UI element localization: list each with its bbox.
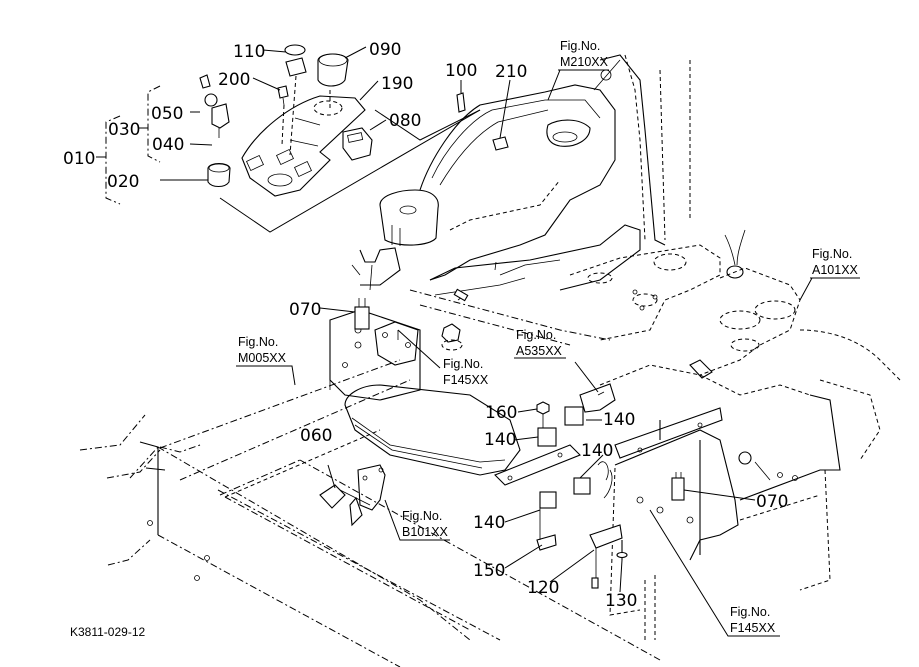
clip-210 [492, 136, 509, 151]
drawing-code: K3811-029-12 [70, 625, 145, 639]
fig-ref-a535xx-code[interactable]: A535XX [516, 344, 563, 358]
figure-references: Fig.No. M210XX Fig.No. A101XX Fig.No. M0… [236, 39, 860, 637]
fig-ref-a101xx-code[interactable]: A101XX [812, 263, 859, 277]
fig-ref-m005xx[interactable]: Fig.No. M005XX [236, 335, 292, 367]
bulb-100 [456, 92, 466, 113]
fig-ref-m210xx[interactable]: Fig.No. M210XX [558, 39, 609, 71]
nut-160 [536, 401, 550, 415]
part-label-150: 150 [473, 561, 505, 581]
rocker-switch-080 [342, 127, 373, 161]
svg-text:Fig.No.: Fig.No. [560, 39, 600, 53]
fig-ref-f145xx-upper-code[interactable]: F145XX [443, 373, 489, 387]
nut-020 [207, 162, 231, 188]
part-label-130: 130 [605, 591, 637, 611]
svg-text:Fig.No.: Fig.No. [516, 328, 556, 342]
svg-text:Fig.No.: Fig.No. [730, 605, 770, 619]
part-label-200: 200 [218, 70, 250, 90]
instrument-panel-drawing [96, 44, 481, 233]
fender-platform-drawing [569, 229, 901, 591]
relay-140-right [573, 477, 591, 495]
part-label-060: 060 [300, 426, 332, 446]
part-label-070-left: 070 [289, 300, 321, 320]
svg-text:Fig.No.: Fig.No. [812, 247, 852, 261]
svg-text:Fig.No.: Fig.No. [443, 357, 483, 371]
part-label-140-lower: 140 [473, 513, 505, 533]
part-label-020: 020 [107, 172, 139, 192]
gauge-090 [317, 53, 349, 87]
part-label-160: 160 [485, 403, 517, 423]
dash-console-drawing [351, 54, 691, 296]
relay-140-middle [537, 427, 557, 447]
part-label-050: 050 [151, 104, 183, 124]
part-label-140-right: 140 [581, 441, 613, 461]
part-label-090: 090 [369, 40, 401, 60]
fig-ref-f145xx-lower-code[interactable]: F145XX [730, 621, 776, 635]
fig-ref-b101xx[interactable]: Fig.No. B101XX [400, 509, 450, 541]
fig-ref-m005xx-code[interactable]: M005XX [238, 351, 287, 365]
relay-140-upper [564, 406, 584, 426]
part-label-190: 190 [381, 74, 413, 94]
svg-text:Fig.No.: Fig.No. [238, 335, 278, 349]
main-frame-drawing [79, 359, 661, 667]
switch-110 [285, 57, 307, 77]
fig-ref-f145xx-upper[interactable]: Fig.No. F145XX [443, 357, 489, 387]
part-label-070-right: 070 [756, 492, 788, 512]
part-label-080: 080 [389, 111, 421, 131]
part-label-120: 120 [527, 578, 559, 598]
relay-140-lower [539, 491, 557, 509]
console-small-parts-drawing [456, 92, 509, 151]
part-label-010: 010 [63, 149, 95, 169]
fuse-holder-120 [589, 524, 623, 549]
part-number-labels: 110 090 200 190 080 050 030 040 010 020 … [63, 40, 788, 611]
panel-plate-190 [241, 95, 366, 197]
part-label-210: 210 [495, 62, 527, 82]
part-label-110: 110 [233, 42, 265, 62]
part-label-030: 030 [108, 120, 140, 140]
fig-ref-f145xx-lower[interactable]: Fig.No. F145XX [728, 605, 780, 637]
left-stand-drawing [329, 288, 611, 476]
fig-ref-b101xx-code[interactable]: B101XX [402, 525, 449, 539]
fig-ref-a101xx[interactable]: Fig.No. A101XX [810, 247, 860, 279]
right-bracket-drawing [609, 407, 830, 640]
svg-text:Fig.No.: Fig.No. [402, 509, 442, 523]
part-label-140-upper: 140 [603, 410, 635, 430]
part-label-040: 040 [152, 135, 184, 155]
part-label-100: 100 [445, 61, 477, 81]
brake-switch-drawing [319, 464, 386, 527]
fig-ref-m210xx-code[interactable]: M210XX [560, 55, 609, 69]
fig-ref-a535xx[interactable]: Fig.No. A535XX [514, 328, 566, 359]
part-label-140-middle: 140 [484, 430, 516, 450]
